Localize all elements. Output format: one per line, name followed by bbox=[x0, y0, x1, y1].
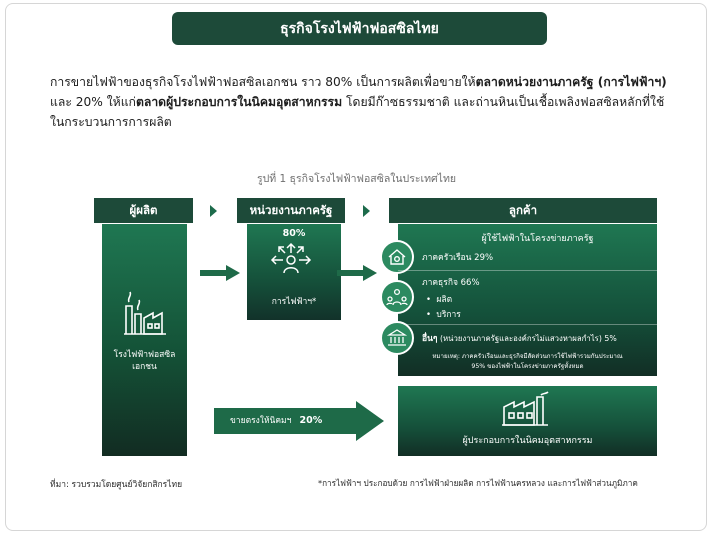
other-label-bold: อื่นๆ bbox=[422, 334, 438, 344]
utility-column bbox=[247, 224, 341, 320]
producer-label-line1: โรงไฟฟ้าฟอสซิล bbox=[113, 350, 176, 360]
header-customer: ลูกค้า bbox=[389, 198, 657, 223]
footnote: *การไฟฟ้าฯ ประกอบด้วย การไฟฟ้าฝ่ายผลิต ก… bbox=[318, 478, 638, 488]
direct-sale-arrow bbox=[214, 401, 384, 441]
grid-note-line1: หมายเหตุ: ภาคครัวเรือนและธุรกิจมีสัดส่วน… bbox=[432, 353, 623, 360]
other-label-rest: (หน่วยงานภาครัฐและองค์กรไม่แสวงหาผลกำไร)… bbox=[437, 334, 617, 343]
producer-label-line2: เอกชน bbox=[132, 362, 157, 372]
intro-text-1: การขายไฟฟ้าของธุรกิจโรงไฟฟ้าฟอสซิลเอกชน … bbox=[50, 75, 476, 89]
header-utility: หน่วยงานภาครัฐ bbox=[237, 198, 345, 223]
power-plant-icon bbox=[124, 291, 166, 335]
producer-label: โรงไฟฟ้าฟอสซิล เอกชน bbox=[102, 349, 187, 373]
residential-label: ภาคครัวเรือน 29% bbox=[422, 253, 494, 263]
utility-label: การไฟฟ้าฯ* bbox=[271, 297, 317, 307]
divider bbox=[398, 270, 657, 271]
business-item-service: บริการ bbox=[436, 310, 461, 320]
direct-sale-text: ขายตรงให้นิคมฯ bbox=[230, 416, 292, 426]
government-icon-circle bbox=[380, 321, 414, 355]
divider bbox=[398, 324, 657, 325]
industrial-customers-box bbox=[398, 386, 657, 456]
business-item: • ผลิต bbox=[426, 295, 453, 305]
factory-icon bbox=[502, 391, 549, 426]
direct-sale-percent: 20% bbox=[299, 415, 323, 426]
intro-bold-industrial: ตลาดผู้ประกอบการในนิคมอุตสาหกรรม bbox=[135, 95, 343, 109]
direct-sale-label: ขายตรงให้นิคมฯ 20% bbox=[230, 415, 322, 427]
intro-bold-utility: ตลาดหน่วยงานภาครัฐ (การไฟฟ้าฯ) bbox=[475, 75, 667, 89]
business-item: • บริการ bbox=[426, 310, 461, 320]
intro-paragraph: การขายไฟฟ้าของธุรกิจโรงไฟฟ้าฟอสซิลเอกชน … bbox=[50, 72, 670, 132]
producer-column bbox=[102, 224, 187, 456]
grid-customers-title: ผู้ใช้ไฟฟ้าในโครงข่ายภาครัฐ bbox=[481, 234, 594, 244]
chevron-right-icon bbox=[363, 205, 370, 217]
title-text: ธุรกิจโรงไฟฟ้าฟอสซิลไทย bbox=[280, 20, 439, 37]
house-bulb-icon bbox=[388, 249, 406, 265]
intro-text-2: และ 20% ให้แก่ bbox=[50, 95, 136, 109]
industrial-label: ผู้ประกอบการในนิคมอุตสาหกรรม bbox=[462, 436, 593, 446]
business-item-production: ผลิต bbox=[436, 295, 453, 305]
grid-note-line2: 95% ของไฟฟ้าในโครงข่ายภาครัฐทั้งหมด bbox=[471, 363, 584, 370]
other-label: อื่นๆ (หน่วยงานภาครัฐและองค์กรไม่แสวงหาผ… bbox=[422, 333, 617, 345]
arrow-right-icon bbox=[200, 265, 240, 281]
header-customer-label: ลูกค้า bbox=[508, 202, 538, 217]
header-producer-label: ผู้ผลิต bbox=[129, 202, 158, 217]
chevron-right-icon bbox=[210, 205, 217, 217]
business-label: ภาคธุรกิจ 66% bbox=[422, 278, 480, 288]
intro-text-3: โดยมีก๊าซธรรมชาติ และถ่านหินเป็นเชื้อเพล… bbox=[50, 95, 665, 129]
arrow-right-icon bbox=[337, 265, 377, 281]
figure-caption: รูปที่ 1 ธุรกิจโรงไฟฟ้าฟอสซิลในประเทศไทย bbox=[256, 173, 457, 185]
residential-icon-circle bbox=[380, 240, 414, 274]
grid-note: หมายเหตุ: ภาคครัวเรือนและธุรกิจมีสัดส่วน… bbox=[402, 352, 653, 372]
government-building-icon bbox=[387, 329, 407, 346]
utility-percent: 80% bbox=[282, 228, 306, 239]
grid-customers-box bbox=[398, 224, 657, 376]
grid-distribution-icon bbox=[270, 242, 312, 274]
source-note: ที่มา: รวบรวมโดยศูนย์วิจัยกสิกรไทย bbox=[50, 480, 183, 490]
people-network-icon bbox=[386, 288, 408, 306]
header-utility-label: หน่วยงานภาครัฐ bbox=[249, 202, 333, 217]
header-producer: ผู้ผลิต bbox=[94, 198, 193, 223]
business-icon-circle bbox=[380, 280, 414, 314]
page-title: ธุรกิจโรงไฟฟ้าฟอสซิลไทย bbox=[172, 12, 547, 45]
